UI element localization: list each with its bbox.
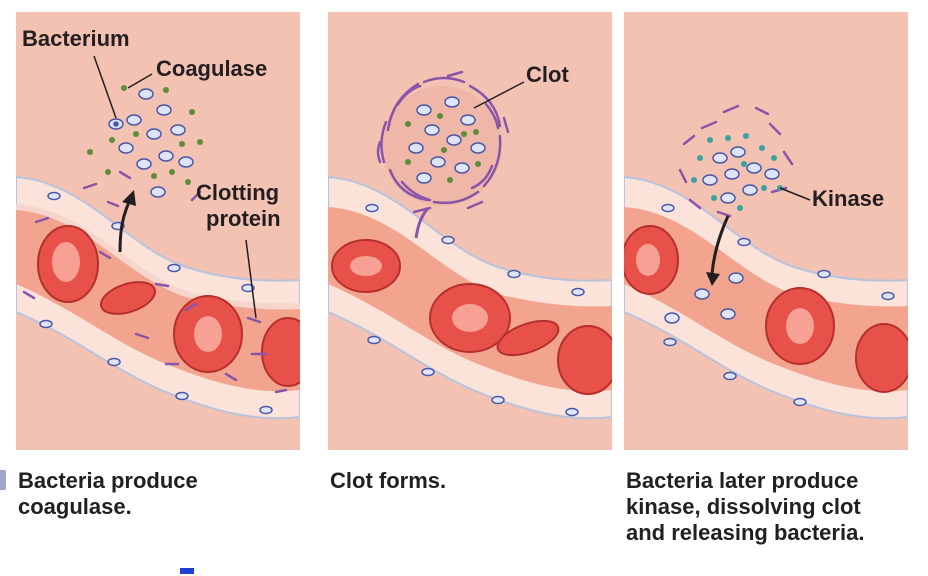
endothelial-nuclei xyxy=(365,203,585,417)
panel-coagulase: Bacterium Coagulase Clotting protein xyxy=(16,12,300,450)
leader-lines xyxy=(93,55,257,319)
blood-vessel xyxy=(624,175,908,420)
leader-line xyxy=(473,81,525,109)
upward-arrow xyxy=(118,190,136,253)
label-coagulase: Coagulase xyxy=(156,56,267,81)
dissolving-fibrin xyxy=(678,104,794,218)
label-clotting-line1: Clotting xyxy=(196,180,279,205)
red-blood-cells xyxy=(331,239,612,395)
leader-line xyxy=(779,187,811,201)
panel-kinase: Kinase xyxy=(624,12,908,450)
label-bacterium: Bacterium xyxy=(22,26,130,51)
bacteria-cluster xyxy=(108,88,194,198)
caption-panel-1: Bacteria produce coagulase. xyxy=(18,468,198,519)
label-kinase: Kinase xyxy=(812,186,884,211)
caption-panel-3: Bacteria later produce kinase, dissolvin… xyxy=(626,468,865,545)
panel-clot: Clot xyxy=(328,12,612,450)
label-clotting-line2: protein xyxy=(206,206,281,231)
label-clotting: Clotting protein xyxy=(196,180,285,231)
caption-panel-2: Clot forms. xyxy=(330,468,447,493)
red-blood-cells xyxy=(37,225,300,387)
margin-bullet xyxy=(0,470,6,490)
released-bacteria xyxy=(664,146,780,324)
blue-mark xyxy=(180,568,194,574)
downward-arrow xyxy=(706,215,730,286)
label-clot: Clot xyxy=(526,62,569,87)
coagulase-dots xyxy=(87,85,203,185)
red-blood-cells xyxy=(624,225,908,393)
clotting-protein-strands xyxy=(22,170,288,394)
clot-mesh xyxy=(376,70,510,239)
endothelial-nuclei xyxy=(661,203,895,407)
